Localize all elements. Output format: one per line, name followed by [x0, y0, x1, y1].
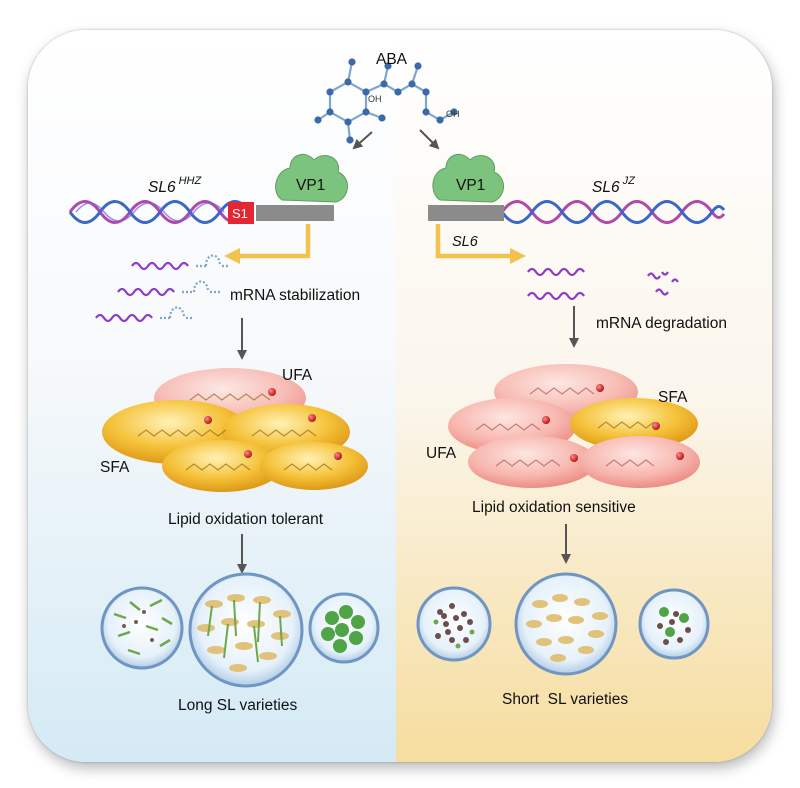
left-mrna-label: mRNA stabilization [230, 287, 360, 304]
left-lipid-droplets [102, 368, 368, 492]
right-mrna-strands-icon [527, 267, 679, 301]
right-vp1-protein-icon [432, 153, 504, 203]
left-promoter-block [256, 205, 334, 221]
lipid-droplet-ufa [468, 436, 596, 488]
aba-arrow-right [419, 129, 440, 150]
left-transcription-arrowhead [224, 248, 240, 264]
lipid-droplet-sfa [260, 442, 368, 490]
left-vp1-label: VP1 [296, 177, 325, 194]
oh-label-2: OH [446, 109, 460, 119]
right-sfa-label: SFA [658, 389, 688, 406]
s1-motif [228, 202, 254, 224]
right-mrna-label: mRNA degradation [596, 315, 727, 332]
right-transcription-arrow [435, 224, 512, 259]
right-transcription-arrowhead [510, 248, 526, 264]
right-arrow-gene-label: SL6 [452, 234, 479, 250]
right-petri-dish-1-icon [416, 586, 492, 662]
left-petri-dish-3-icon [308, 592, 380, 664]
left-dna-helix-icon [68, 200, 252, 224]
oh-label-1: OH [368, 94, 382, 104]
aba-label: ABA [376, 51, 408, 68]
left-lipid-label: Lipid oxidation tolerant [168, 511, 324, 528]
left-vp1-protein-icon [275, 153, 348, 203]
right-lipid-label: Lipid oxidation sensitive [472, 499, 636, 516]
right-varieties-label: Short SL varieties [502, 691, 628, 708]
lipid-droplet-sfa [570, 398, 698, 450]
right-promoter-block [428, 205, 504, 221]
left-petri-dish-2-icon [188, 572, 304, 688]
lipid-droplet-ufa [580, 436, 700, 488]
right-dna-helix-icon [500, 200, 726, 224]
right-lipid-droplets [448, 364, 700, 488]
left-petri-dish-1-icon [100, 586, 184, 670]
aba-molecule-icon [314, 58, 458, 144]
lipid-droplet-sfa [162, 440, 282, 492]
right-ufa-label: UFA [426, 445, 457, 462]
left-transcription-arrow [238, 224, 311, 259]
left-mrna-strands-icon [95, 254, 230, 323]
left-varieties-label: Long SL varieties [178, 697, 297, 714]
right-petri-dish-2-icon [514, 572, 618, 676]
left-ufa-label: UFA [282, 367, 313, 384]
left-sfa-label: SFA [100, 459, 130, 476]
right-vp1-label: VP1 [456, 177, 485, 194]
s1-label: S1 [232, 206, 248, 221]
right-petri-dish-3-icon [638, 588, 710, 660]
aba-arrow-left [352, 131, 373, 150]
